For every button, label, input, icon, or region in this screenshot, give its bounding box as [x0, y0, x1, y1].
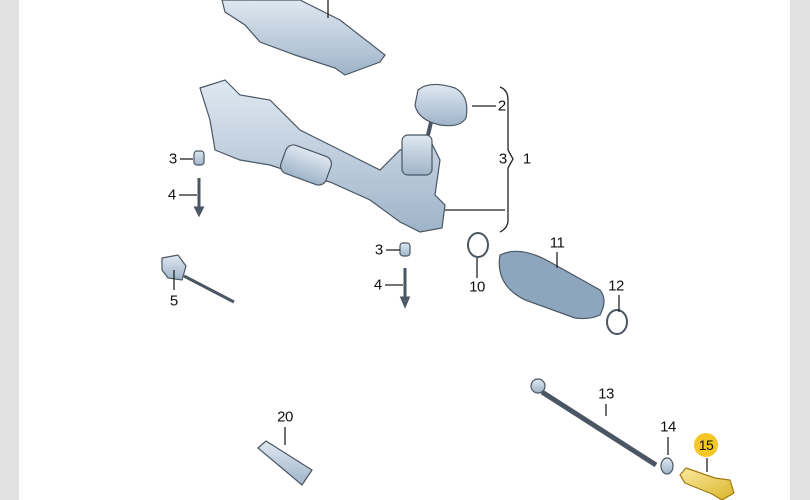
callout-10[interactable]: 10	[469, 278, 485, 296]
callout-12[interactable]: 12	[608, 277, 624, 295]
callout-3-left[interactable]: 3	[168, 150, 178, 168]
tie-rod-end-15[interactable]	[679, 467, 735, 500]
heat-shield-part[interactable]	[221, 0, 386, 76]
electric-motor-part	[279, 144, 333, 186]
callout-3-bracket[interactable]: 3	[498, 150, 508, 168]
bolt-3-middle[interactable]	[399, 242, 411, 257]
callout-11[interactable]: 11	[549, 234, 565, 252]
leader-lines	[173, 0, 708, 472]
clamp-12[interactable]	[606, 309, 628, 335]
grease-tube-20[interactable]	[257, 440, 313, 486]
nut-14[interactable]	[660, 457, 674, 475]
callout-5[interactable]: 5	[169, 292, 179, 310]
callout-15-highlighted[interactable]: 15	[694, 433, 718, 457]
sensor-part-5[interactable]	[161, 254, 187, 281]
boot-part-11[interactable]	[498, 250, 605, 320]
callout-1[interactable]: 1	[522, 150, 532, 168]
callout-3-middle[interactable]: 3	[374, 241, 384, 259]
callout-20[interactable]: 20	[277, 408, 293, 426]
bolt-3-left[interactable]	[193, 150, 205, 166]
callout-14[interactable]: 14	[660, 418, 676, 436]
callout-2[interactable]: 2	[497, 97, 507, 115]
tie-rod-13[interactable]	[540, 389, 658, 468]
callout-4-left[interactable]: 4	[167, 186, 177, 204]
bolt-4-left[interactable]	[193, 178, 205, 218]
callout-13[interactable]: 13	[598, 385, 614, 403]
callout-4-middle[interactable]: 4	[373, 276, 383, 294]
tie-rod-ball-13[interactable]	[530, 378, 546, 394]
pinion-housing-part	[401, 134, 433, 176]
bolt-4-middle[interactable]	[399, 268, 411, 309]
parts-diagram-canvas: 2 3 4 3 1 3 4 5 10 11 12 13 14 15 20	[19, 0, 790, 500]
mount-part-2[interactable]	[414, 83, 468, 127]
clamp-10[interactable]	[467, 232, 489, 258]
